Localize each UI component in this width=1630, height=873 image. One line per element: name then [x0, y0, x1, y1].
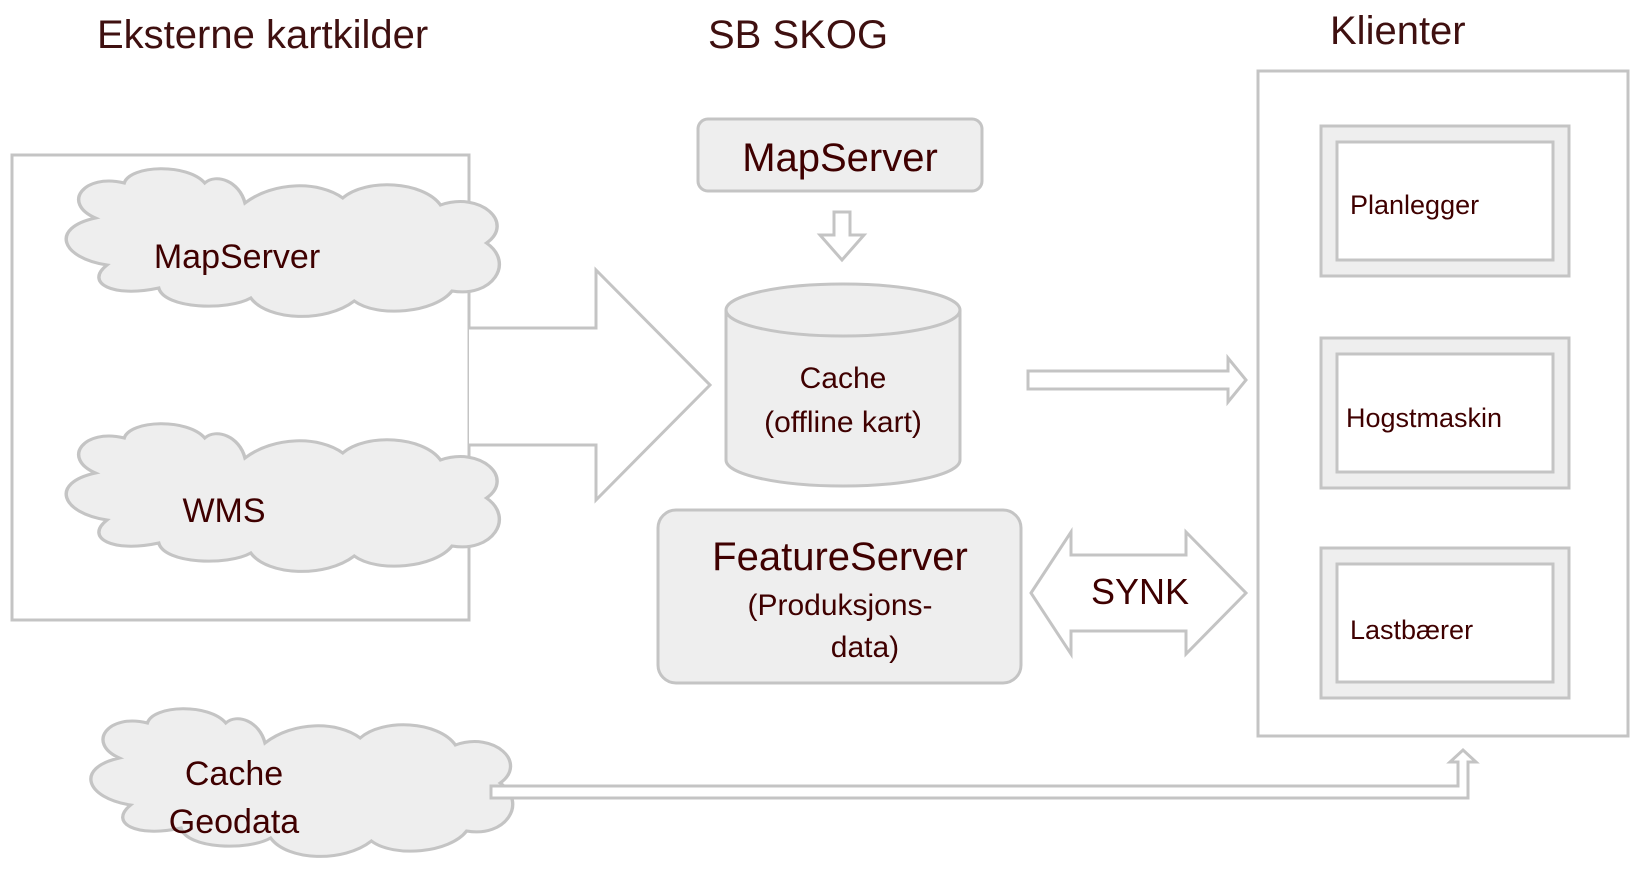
sbskog-mapserver-box [696, 117, 984, 193]
cache-geodata-cloud: Cache Geodata [89, 707, 515, 859]
sbskog-header: SB SKOG [708, 13, 888, 57]
external-sources-header: Eksterne kartkilder [97, 13, 428, 57]
featureserver-line1: (Produksjons- [747, 589, 932, 622]
cylinder-top [724, 282, 962, 338]
sync-double-arrow [1029, 526, 1249, 660]
cache-label-line2: (offline kart) [764, 406, 922, 439]
client-lastbaerer-label: Lastbærer [1350, 615, 1473, 645]
client-planlegger-label: Planlegger [1350, 190, 1479, 220]
mapserver-to-cache-arrow [816, 210, 868, 263]
sync-label: SYNK [1091, 571, 1189, 612]
cache-label-line1: Cache [800, 362, 887, 395]
featureserver-box [656, 508, 1023, 685]
wms-label: WMS [182, 492, 265, 530]
client-planlegger: Planlegger [1319, 124, 1571, 278]
client-hogstmaskin-label: Hogstmaskin [1346, 403, 1502, 433]
client-lastbaerer: Lastbærer [1319, 546, 1571, 700]
cylinder-database-icon [724, 310, 962, 488]
client-hogstmaskin: Hogstmaskin [1319, 336, 1571, 490]
mapserver-cloud: MapServer [64, 167, 502, 319]
external-to-cache-arrow [469, 266, 713, 504]
featureserver-title: FeatureServer [712, 535, 968, 579]
mapserver-label: MapServer [154, 238, 320, 276]
geodata-to-clients-arrow [489, 747, 1480, 800]
cache-to-clients-arrow [1026, 353, 1248, 407]
cache-geodata-label-line1: Cache [185, 755, 283, 793]
sbskog-mapserver-label: MapServer [742, 136, 938, 180]
wms-cloud: WMS [64, 422, 502, 574]
featureserver-line2: data) [831, 631, 899, 664]
cloud-icon [89, 707, 515, 859]
clients-header: Klienter [1330, 9, 1466, 53]
cache-cylinder: Cache (offline kart) [724, 282, 962, 488]
cache-geodata-label-line2: Geodata [169, 803, 300, 841]
